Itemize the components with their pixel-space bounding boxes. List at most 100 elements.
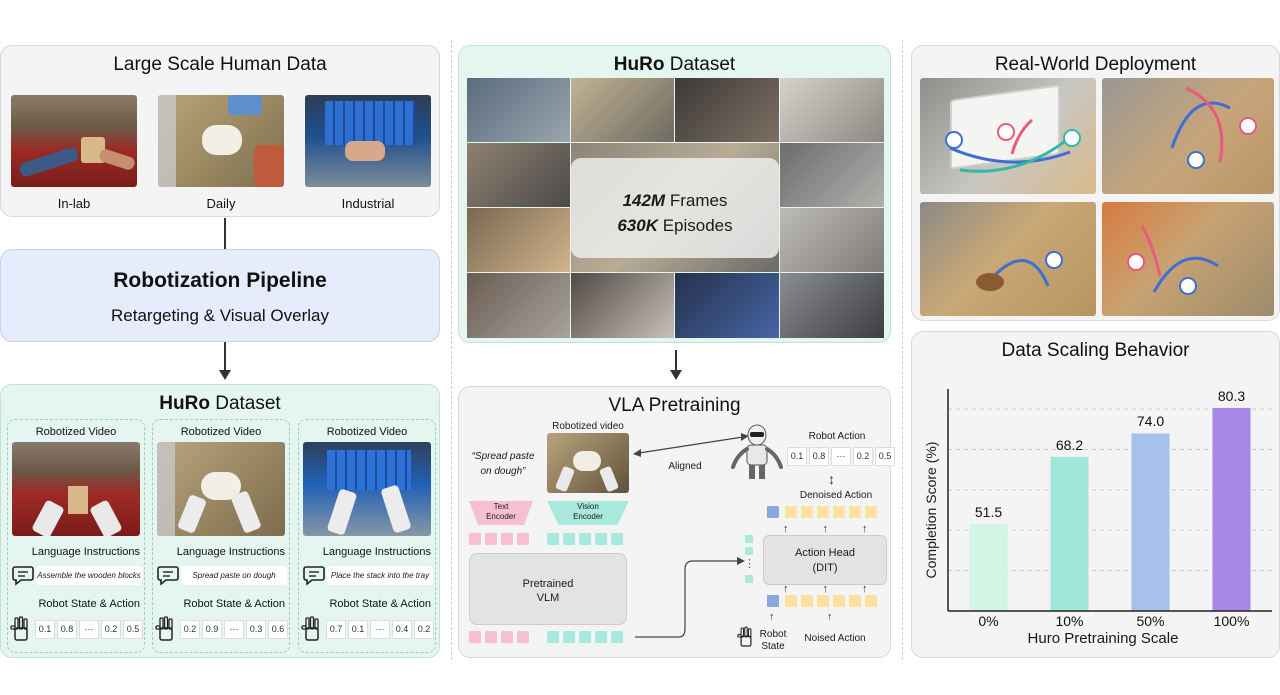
- bar: [1131, 433, 1170, 611]
- denoised-action-label: Denoised Action: [799, 490, 873, 501]
- bar-chart: [947, 389, 1272, 612]
- action-value: ···: [831, 447, 851, 466]
- action-value: 0.8: [809, 447, 829, 466]
- bar-value-label: 80.3: [1217, 387, 1246, 404]
- industrial-caption: Industrial: [341, 196, 395, 211]
- vla-pretraining-panel: VLA Pretraining “Spread paste on dough” …: [458, 386, 895, 658]
- token-yellow: [849, 506, 861, 518]
- text-token: [501, 631, 513, 643]
- scaling-panel: Data Scaling Behavior Completion Score (…: [911, 331, 1280, 658]
- huro-dataset-grid-title: HuRo Dataset: [459, 54, 890, 76]
- robotized-video-label: Robotized Video: [35, 426, 117, 438]
- state-values: 0.7 0.1 ··· 0.4 0.2: [326, 620, 434, 639]
- robotized-video-2: [157, 442, 285, 536]
- state-value: 0.6: [268, 620, 288, 639]
- pipeline-subtitle: Retargeting & Visual Overlay: [111, 306, 329, 325]
- action-value: 0.2: [853, 447, 873, 466]
- state-values: 0.2 0.9 ··· 0.3 0.6: [180, 620, 288, 639]
- divider-right: [902, 40, 903, 660]
- scaling-title: Data Scaling Behavior: [1001, 340, 1190, 361]
- token-yellow: [833, 506, 845, 518]
- bar: [969, 524, 1008, 611]
- daily-photo: [158, 95, 284, 187]
- noised-token: [817, 595, 829, 607]
- noised-token: [785, 595, 797, 607]
- bar-value-label: 68.2: [1055, 436, 1084, 453]
- bar: [1212, 407, 1251, 611]
- deployment-photo-3: [920, 202, 1096, 316]
- huro-bold: HuRo: [613, 54, 665, 75]
- state-value: 0.5: [123, 620, 143, 639]
- state-token: [767, 595, 779, 607]
- condition-dots: ⋮: [744, 558, 755, 570]
- state-values: 0.1 0.8 ··· 0.2 0.5: [35, 620, 143, 639]
- vision-token: [579, 533, 591, 545]
- chat-icon: [157, 566, 179, 586]
- vision-token: [611, 533, 623, 545]
- state-value: ···: [224, 620, 244, 639]
- robot-hand-icon: [10, 616, 28, 641]
- bar-value-label: 51.5: [974, 504, 1003, 521]
- condition-token: [745, 575, 753, 583]
- vla-robotized-video: [547, 433, 629, 493]
- dataset-column-2: Robotized Video Language Instructions Sp…: [152, 419, 290, 653]
- instruction-quote: “Spread paste on dough”: [471, 451, 535, 477]
- robotized-video-label: Robotized Video: [180, 426, 262, 438]
- state-value: 0.9: [202, 620, 222, 639]
- grid-frame: [467, 208, 570, 272]
- grid-frame: [467, 143, 570, 207]
- instruction-text: Assemble the wooden blocks: [36, 566, 142, 585]
- frames-value: 142M: [622, 191, 666, 210]
- state-value: 0.4: [392, 620, 412, 639]
- language-instructions-label: Language Instructions: [31, 546, 140, 558]
- vision-token: [547, 631, 559, 643]
- robot-hand-icon: [737, 626, 752, 647]
- x-tick-label: 50%: [1136, 613, 1165, 629]
- state-value: 0.2: [101, 620, 121, 639]
- divider-left: [451, 40, 452, 660]
- state-value: 0.1: [35, 620, 55, 639]
- grid-frame: [571, 78, 674, 142]
- noised-token: [849, 595, 861, 607]
- state-value: 0.7: [326, 620, 346, 639]
- noised-token: [865, 595, 877, 607]
- vision-encoder-label: Vision Encoder: [573, 502, 603, 521]
- token-blue: [767, 506, 779, 518]
- text-encoder: [469, 501, 533, 525]
- state-up-arrow: ↑: [769, 611, 775, 623]
- grid-frame: [467, 78, 570, 142]
- industrial-photo: [305, 95, 431, 187]
- action-value: 0.1: [787, 447, 807, 466]
- robot-state-action-label: Robot State & Action: [183, 598, 285, 610]
- up-down-arrow: ↕: [828, 471, 835, 487]
- state-value: 0.8: [57, 620, 77, 639]
- human-data-title: Large Scale Human Data: [113, 54, 327, 75]
- noised-token: [801, 595, 813, 607]
- robotization-pipeline-panel: Robotization Pipeline Retargeting & Visu…: [0, 249, 440, 342]
- deployment-panel: Real-World Deployment: [911, 45, 1280, 321]
- grid-lines: [948, 408, 1272, 572]
- robot-action-label: Robot Action: [808, 431, 866, 442]
- state-value: 0.2: [180, 620, 200, 639]
- in-lab-photo: [11, 95, 137, 187]
- grid-frame: [467, 273, 570, 338]
- x-axis-label: Huro Pretraining Scale: [1027, 630, 1179, 647]
- action-head-sub: (DIT): [812, 562, 838, 574]
- robot-action-values: 0.1 0.8 ··· 0.2 0.5: [787, 447, 895, 466]
- vision-token: [579, 631, 591, 643]
- instruction-text: Place the stack into the tray: [327, 566, 433, 585]
- vla-title: VLA Pretraining: [608, 395, 741, 416]
- noised-up-arrow: ↑: [827, 611, 833, 623]
- bar: [1050, 456, 1089, 611]
- action-head-label: Action Head: [795, 547, 855, 559]
- condition-token: [745, 547, 753, 555]
- robot-hand-icon: [155, 616, 173, 641]
- grid-frame: [675, 273, 779, 338]
- language-instructions-label: Language Instructions: [322, 546, 431, 558]
- bar-series: [969, 407, 1251, 611]
- text-token: [485, 631, 497, 643]
- aligned-arrow: [633, 433, 749, 457]
- text-token: [469, 631, 481, 643]
- action-value: 0.5: [875, 447, 895, 466]
- text-token: [485, 533, 497, 545]
